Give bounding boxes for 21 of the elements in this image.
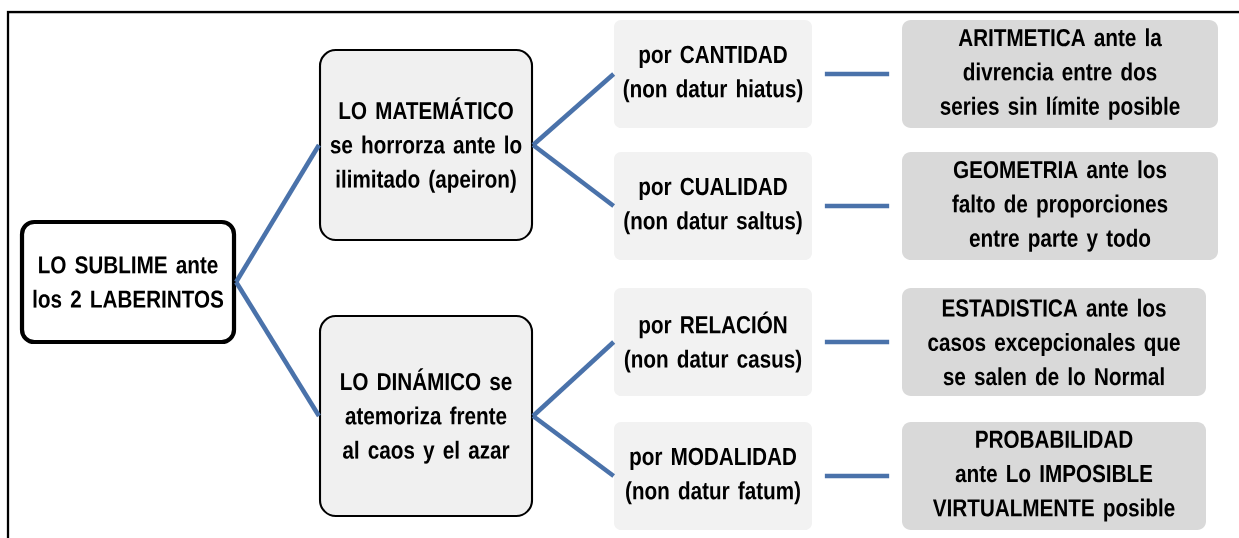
- category-box: por CUALIDAD (non datur saltus): [614, 152, 812, 260]
- discipline-box: ESTADISTICA ante los casos excepcionales que se salen de lo Normal: [902, 288, 1206, 396]
- connector-line: [824, 339, 890, 345]
- connector-line: [531, 414, 616, 478]
- discipline-box: ARITMETICA ante la divrencia entre dos series sin límite posible: [902, 20, 1218, 128]
- category-box: por CANTIDAD (non datur hiatus): [614, 20, 812, 128]
- connector-line: [531, 143, 616, 208]
- discipline-box: PROBABILIDAD ante Lo IMPOSIBLE VIRTUALMENTE posible: [902, 422, 1206, 530]
- discipline-box: GEOMETRIA ante los falto de proporciones entre parte y todo: [902, 152, 1218, 260]
- connector-line: [234, 143, 321, 284]
- connector-line: [531, 340, 616, 418]
- connector-line: [531, 72, 616, 147]
- concept-box: LO DINÁMICO se atemoriza frente al caos y el azar: [318, 314, 534, 518]
- root-box: LO SUBLIME ante los 2 LABERINTOS: [19, 219, 237, 345]
- connector-line: [824, 71, 890, 77]
- category-box: por MODALIDAD (non datur fatum): [614, 422, 812, 530]
- concept-box: LO MATEMÁTICO se horrorza ante lo ilimitado (apeiron): [318, 48, 534, 242]
- connector-line: [234, 280, 321, 418]
- connector-line: [824, 473, 890, 479]
- category-box: por RELACIÓN (non datur casus): [614, 288, 812, 396]
- connector-line: [824, 203, 890, 209]
